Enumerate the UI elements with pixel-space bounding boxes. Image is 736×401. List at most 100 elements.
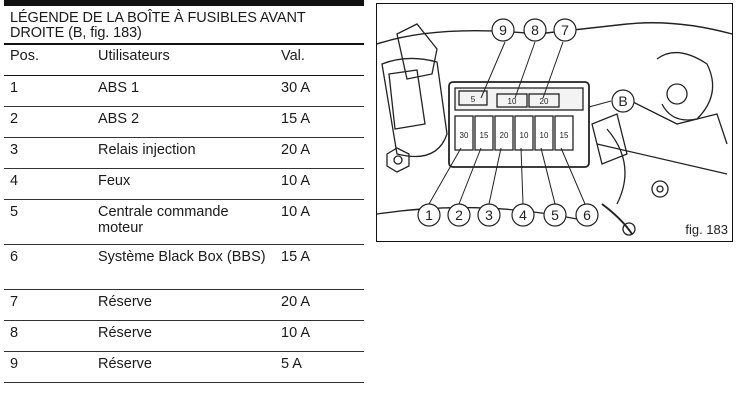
callout-label-6: 6	[583, 207, 591, 223]
callout-label-3: 3	[485, 207, 493, 223]
row-val: 20 A	[275, 289, 364, 321]
row-pos: 4	[4, 168, 92, 200]
row-pos: 7	[4, 289, 92, 321]
row-val: 15 A	[275, 106, 364, 138]
row-user: Relais injection	[92, 137, 275, 169]
wire-lead	[601, 203, 633, 235]
fuse-label-6: 15	[560, 131, 569, 140]
left-bracket-inner	[388, 69, 426, 130]
callout-label-5: 5	[551, 207, 559, 223]
table-row: 8 Réserve 10 A	[4, 320, 364, 352]
callout-8	[523, 18, 547, 42]
callout-label-4: 4	[519, 207, 527, 223]
table-header-row: Pos. Utilisateurs Val.	[4, 45, 364, 76]
callout-label-b: B	[618, 93, 627, 109]
callout-label-7: 7	[561, 22, 569, 38]
callout-9	[491, 18, 515, 42]
row-user: Feux	[92, 168, 275, 200]
frame-strut-2	[606, 128, 626, 205]
fuse-label-top-5: 5	[471, 95, 476, 104]
fuse-3	[494, 115, 514, 151]
table-row: 7 Réserve 20 A	[4, 289, 364, 321]
fuse-label-top-20: 20	[540, 97, 549, 106]
callout-2	[447, 203, 471, 227]
fuse-1	[454, 115, 474, 151]
fuse-box-figure: 5 10 20 30 15 20 10 10 15	[376, 3, 733, 242]
row-user: Centrale commande moteur	[92, 199, 275, 245]
callout-label-2: 2	[455, 207, 463, 223]
fuse-label-4: 10	[520, 131, 529, 140]
callout-4	[511, 203, 535, 227]
row-val: 15 A	[275, 244, 364, 290]
callout-label-1: 1	[425, 207, 433, 223]
fuse-4	[514, 115, 534, 151]
callout-labels: 1 2 3 4 5 6 7 8 9 B	[425, 22, 628, 223]
fuse-box-latch	[591, 113, 628, 165]
row-user: Réserve	[92, 289, 275, 321]
bolt-right	[651, 180, 669, 198]
right-frame	[626, 98, 728, 145]
callouts	[417, 18, 635, 227]
header-users: Utilisateurs	[92, 45, 275, 76]
fuse-box-illustration: 5 10 20 30 15 20 10 10 15	[377, 18, 732, 237]
figure-caption: fig. 183	[685, 222, 728, 237]
callout-label-9: 9	[499, 22, 507, 38]
callout-b	[611, 89, 635, 113]
table-row: 4 Feux 10 A	[4, 168, 364, 200]
row-val: 10 A	[275, 199, 364, 245]
fuse-label-5: 10	[540, 131, 549, 140]
round-knob	[666, 83, 688, 105]
table-row: 1 ABS 1 30 A	[4, 75, 364, 107]
fuse-top-5	[458, 90, 488, 106]
nut-left-hole	[393, 155, 403, 165]
header-pos: Pos.	[4, 45, 92, 76]
table-row: 9 Réserve 5 A	[4, 351, 364, 383]
left-bracket	[381, 57, 448, 158]
fuse-label-3: 20	[500, 131, 509, 140]
row-val: 10 A	[275, 168, 364, 200]
nut-left	[386, 147, 410, 173]
callout-6	[575, 203, 599, 227]
header-rule	[4, 43, 364, 45]
table-row: 2 ABS 2 15 A	[4, 106, 364, 138]
row-val: 5 A	[275, 351, 364, 383]
row-pos: 2	[4, 106, 92, 138]
fuse-label-top-10: 10	[508, 97, 517, 106]
wire-terminal	[622, 222, 636, 236]
row-pos: 9	[4, 351, 92, 383]
fuse-label-2: 15	[480, 131, 489, 140]
row-pos: 5	[4, 199, 92, 245]
table-title-line-2: DROITE (B, fig. 183)	[10, 25, 142, 41]
row-pos: 3	[4, 137, 92, 169]
bolt-right-center	[656, 185, 664, 193]
header-val: Val.	[275, 45, 364, 76]
frame-strut-1	[596, 143, 728, 175]
row-val: 10 A	[275, 320, 364, 352]
table-title: LÉGENDE DE LA BOÎTE À FUSIBLES AVANT DRO…	[4, 6, 364, 43]
fuse-top-10	[496, 93, 528, 108]
row-val: 30 A	[275, 75, 364, 107]
row-pos: 6	[4, 244, 92, 290]
row-user: Système Black Box (BBS)	[92, 244, 275, 290]
leader-lines	[428, 41, 612, 205]
row-user: ABS 1	[92, 75, 275, 107]
fuse-5	[534, 115, 554, 151]
bracket-top-left	[396, 23, 438, 80]
right-housing	[656, 52, 714, 121]
row-pos: 8	[4, 320, 92, 352]
callout-3	[477, 203, 501, 227]
callout-label-8: 8	[531, 22, 539, 38]
callout-1	[417, 203, 441, 227]
callout-5	[543, 203, 567, 227]
table-row: 5 Centrale commande moteur 10 A	[4, 199, 364, 245]
top-rule	[4, 0, 364, 6]
table-row: 6 Système Black Box (BBS) 15 A	[4, 244, 364, 290]
fuse-label-1: 30	[460, 131, 469, 140]
row-pos: 1	[4, 75, 92, 107]
table-row: 3 Relais injection 20 A	[4, 137, 364, 169]
fuse-legend-table: Pos. Utilisateurs Val. 1 ABS 1 30 A 2 AB…	[4, 45, 364, 383]
table-title-line-1: LÉGENDE DE LA BOÎTE À FUSIBLES AVANT	[10, 10, 306, 26]
callout-7	[553, 18, 577, 42]
row-user: Réserve	[92, 351, 275, 383]
fuse-6	[554, 115, 574, 151]
